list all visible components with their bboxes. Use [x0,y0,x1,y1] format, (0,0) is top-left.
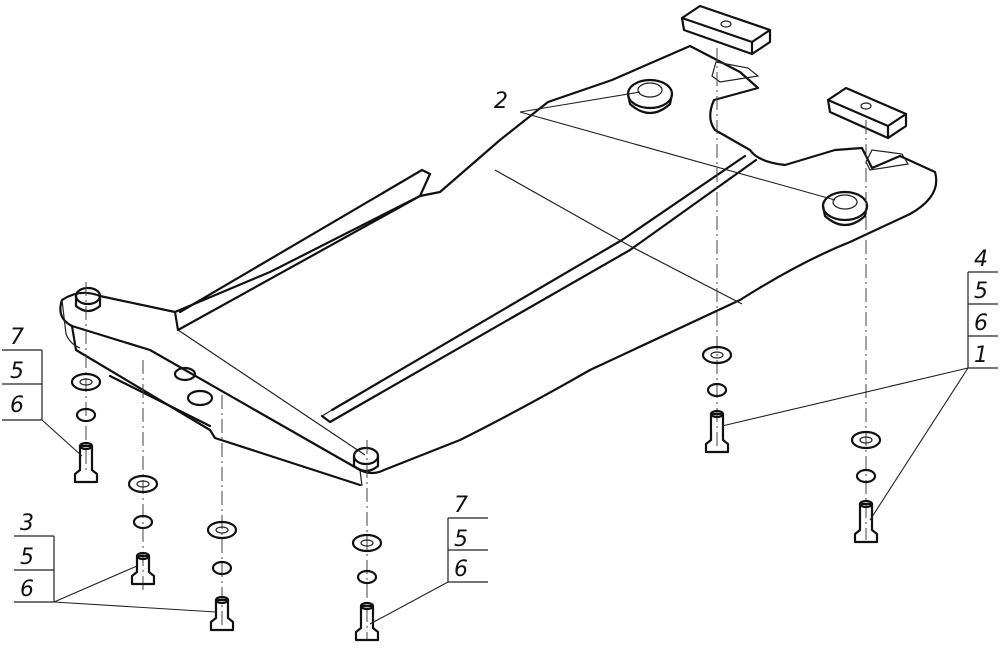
callout-bc-2: 5 [454,527,468,552]
leader-lines [41,91,969,625]
retaining-plate-right [826,86,908,140]
fastener-stack-1 [70,372,102,484]
callout-bc-3: 6 [454,557,468,582]
callout-left-3: 6 [10,393,24,418]
callout-left-2: 5 [10,359,24,384]
fastener-stack-5 [701,345,733,454]
callout-stack-bottom-center: 7 5 6 [447,493,488,583]
callout-bl-3: 6 [20,577,34,602]
callout-bc-1: 7 [454,493,468,518]
callout-stack-right: 4 5 6 1 [967,247,998,369]
skid-plate [59,44,938,487]
fastener-stack-3 [206,520,238,632]
callout-r-2: 5 [974,279,988,304]
fastener-stack-6 [850,430,882,544]
callout-left-1: 7 [10,325,24,350]
boss-front-left [74,286,102,313]
slot-holes [173,366,214,407]
callout-stack-bottom-left: 3 5 6 [14,511,55,603]
boss-rear-left [626,78,674,115]
callout-r-4: 1 [974,343,988,368]
boss-front-right [352,446,380,473]
fastener-stack-2 [127,474,159,586]
axis-lines [85,48,867,640]
callout-2: 2 [494,89,508,114]
fastener-stack-4 [351,533,383,642]
callout-stack-left: 7 5 6 [2,325,43,421]
callout-r-1: 4 [974,247,988,272]
callout-bl-2: 5 [20,545,34,570]
callout-bl-1: 3 [20,511,34,536]
boss-rear-right [821,190,869,227]
callout-r-3: 6 [974,311,988,336]
retaining-plate-left [680,4,772,56]
